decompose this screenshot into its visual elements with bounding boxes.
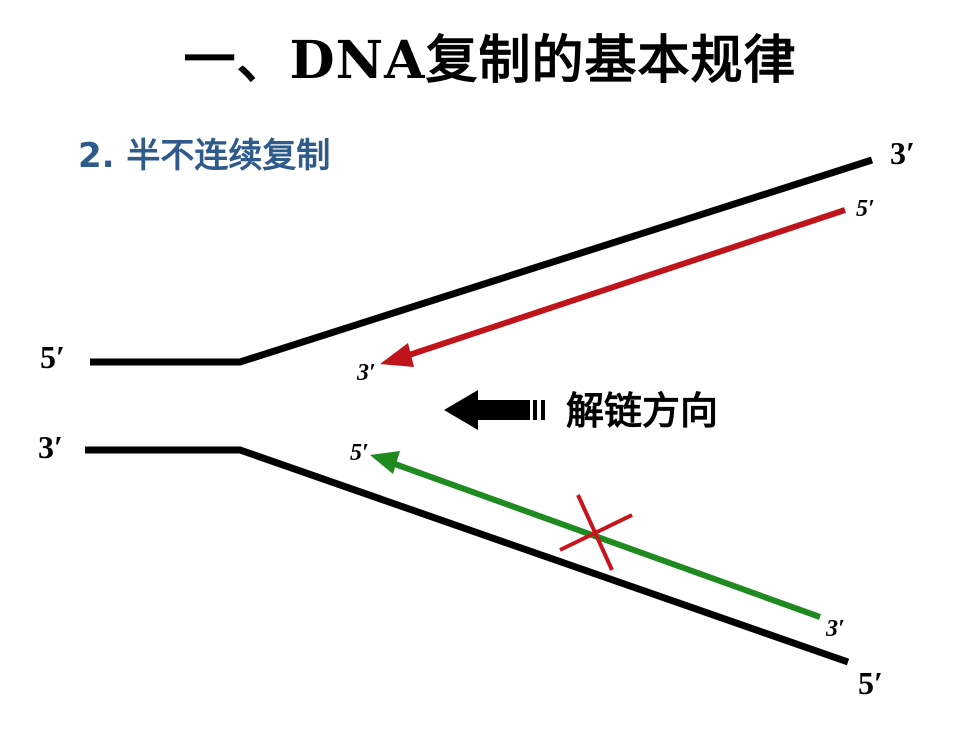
label-green-start: 3′ xyxy=(825,616,845,642)
new-strand-red xyxy=(399,207,846,361)
red-arrowhead-icon xyxy=(380,343,414,367)
template-strand-lower xyxy=(85,446,850,666)
label-left-lower: 3′ xyxy=(38,429,63,465)
label-bottom-right: 5′ xyxy=(858,665,883,701)
label-left-upper: 5′ xyxy=(40,339,65,375)
unwind-direction-label: 解链方向 xyxy=(566,389,718,433)
label-top-right: 3′ xyxy=(890,135,915,171)
label-red-end: 3′ xyxy=(356,360,376,386)
template-strand-upper xyxy=(90,156,874,366)
label-red-start: 5′ xyxy=(856,196,875,222)
unwind-arrow-icon xyxy=(444,390,545,430)
page-title: 一、DNA复制的基本规律 xyxy=(183,30,797,91)
cross-mark-icon xyxy=(559,494,633,571)
section-subtitle: 2. 半不连续复制 xyxy=(78,136,331,176)
new-strand-green xyxy=(390,460,822,620)
label-green-end: 5′ xyxy=(350,440,369,466)
green-arrowhead-icon xyxy=(370,451,400,474)
